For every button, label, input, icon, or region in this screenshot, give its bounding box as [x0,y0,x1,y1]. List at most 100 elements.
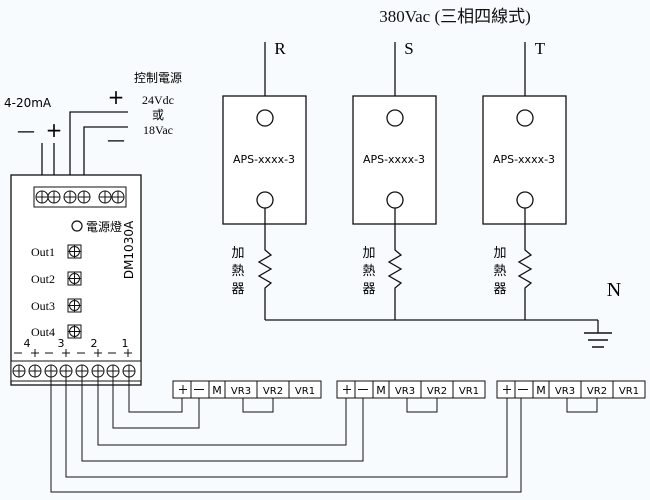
wire-ch2-plus [97,377,347,446]
ssr-s-terminal-bottom [386,191,404,209]
wire-ch1-plus [128,377,183,413]
module-1-vr1-label: VR1 [295,386,315,397]
terminal-screw [28,364,42,378]
terminal-screw [111,190,125,204]
module-3-m-label: M [536,384,546,397]
ssr-s: APS-xxxx-3 [352,95,437,225]
out3-indicator [67,298,82,313]
module-2-vr2-label: VR2 [427,386,447,397]
module-1-vr2-label: VR2 [263,386,283,397]
heater-r: 加 熱 器 [231,208,273,320]
channel-1-label: 1 [122,337,129,350]
input-signal: 4-20mA — + [4,96,62,187]
heater-s-resistor [387,208,403,320]
out2-indicator [67,271,82,286]
power-lamp-label: 電源燈 [86,219,122,234]
module-1: M VR3 VR2 VR1 [172,380,322,413]
channel-4-label: 4 [24,337,31,350]
ssr-r-label: APS-xxxx-3 [233,153,295,166]
control-power: 控制電源 + 24Vdc 或 18Vac — [69,71,182,187]
heater-t-char-3: 器 [493,282,506,297]
input-plus: + [46,118,63,142]
supply-title: 380Vac (三相四線式) [379,7,531,26]
module-3-vr1-label: VR1 [619,386,639,397]
heater-s: 加 熱 器 [362,208,403,320]
terminal-screw [122,364,136,378]
ssr-s-label: APS-xxxx-3 [363,153,425,166]
module-1-link [242,398,274,413]
out4-indicator [67,324,82,339]
out3-label: Out3 [31,299,55,313]
top-terminals [35,190,125,204]
terminal-screw [44,364,58,378]
wire-ch3-minus [50,377,522,493]
polarity-marks [14,349,132,357]
control-power-title: 控制電源 [134,71,182,85]
phase-t-label: T [535,39,546,58]
module-3: M VR3 VR2 VR1 [496,380,646,413]
out2-label: Out2 [31,272,55,286]
terminal-screw [106,364,120,378]
control-power-24vdc: 24Vdc [142,93,174,107]
terminal-screw [63,190,77,204]
heater-t-resistor [517,208,533,320]
power-minus-wire [83,126,128,187]
wire-ch1-minus [112,377,200,429]
module-1-m-label: M [212,384,222,397]
module-3-vr2-label: VR2 [587,386,607,397]
heater-t-char-1: 加 [493,246,506,261]
channel-3-label: 3 [58,337,65,350]
ssr-r-terminal-top [256,109,274,127]
heater-r-resistor [257,208,273,320]
ssr-r: APS-xxxx-3 [222,95,307,225]
ssr-t: APS-xxxx-3 [482,95,567,225]
ssr-t-terminal-bottom [516,191,534,209]
ssr-t-terminal-top [516,109,534,127]
module-2-vr1-label: VR1 [459,386,479,397]
out4-label: Out4 [31,325,55,339]
heater-s-char-3: 器 [362,282,375,297]
phase-s-label: S [404,39,413,58]
module-2-vr3-label: VR3 [395,386,415,397]
terminal-screw [77,190,91,204]
heater-t-char-2: 熱 [493,264,506,279]
heater-t: 加 熱 器 [493,208,533,320]
phase-r-label: R [274,39,286,58]
terminal-screw [75,364,89,378]
neutral-label: N [607,279,621,301]
module-3-vr3-label: VR3 [555,386,575,397]
module-3-vr1-box [612,380,646,399]
module-1-vr3-label: VR3 [231,386,251,397]
input-label: 4-20mA [4,96,52,110]
neutral-bus: N [265,279,621,348]
power-lamp-icon [71,220,83,232]
module-2-m-label: M [376,384,386,397]
input-minus: — [17,121,35,142]
control-power-or: 或 [152,108,164,122]
ssr-t-label: APS-xxxx-3 [493,153,555,166]
heater-r-char-3: 器 [231,282,244,297]
terminal-screw [91,364,105,378]
wire-ch3-plus [65,377,508,478]
control-power-plus: + [108,85,125,109]
controller: DM1030A 電源燈 Out1 Out2 Out3 Out4 4 3 2 1 [10,174,142,386]
module-2-vr1-box [452,380,486,399]
terminal-screw [35,190,49,204]
controller-model: DM1030A [122,220,136,279]
terminal-screw [59,364,73,378]
heater-s-char-1: 加 [362,246,375,261]
wire-ch2-minus [81,377,364,462]
out1-indicator [67,244,82,259]
heater-s-char-2: 熱 [362,264,375,279]
terminal-screw [47,190,61,204]
ssr-r-terminal-bottom [256,191,274,209]
module-2-link [406,398,438,413]
module-2: M VR3 VR2 VR1 [336,380,486,413]
module-1-vr1-box [288,380,322,399]
power-plus-wire [69,111,128,187]
module-3-link [566,398,598,413]
ssr-s-terminal-top [386,109,404,127]
control-power-18vac: 18Vac [143,123,173,137]
